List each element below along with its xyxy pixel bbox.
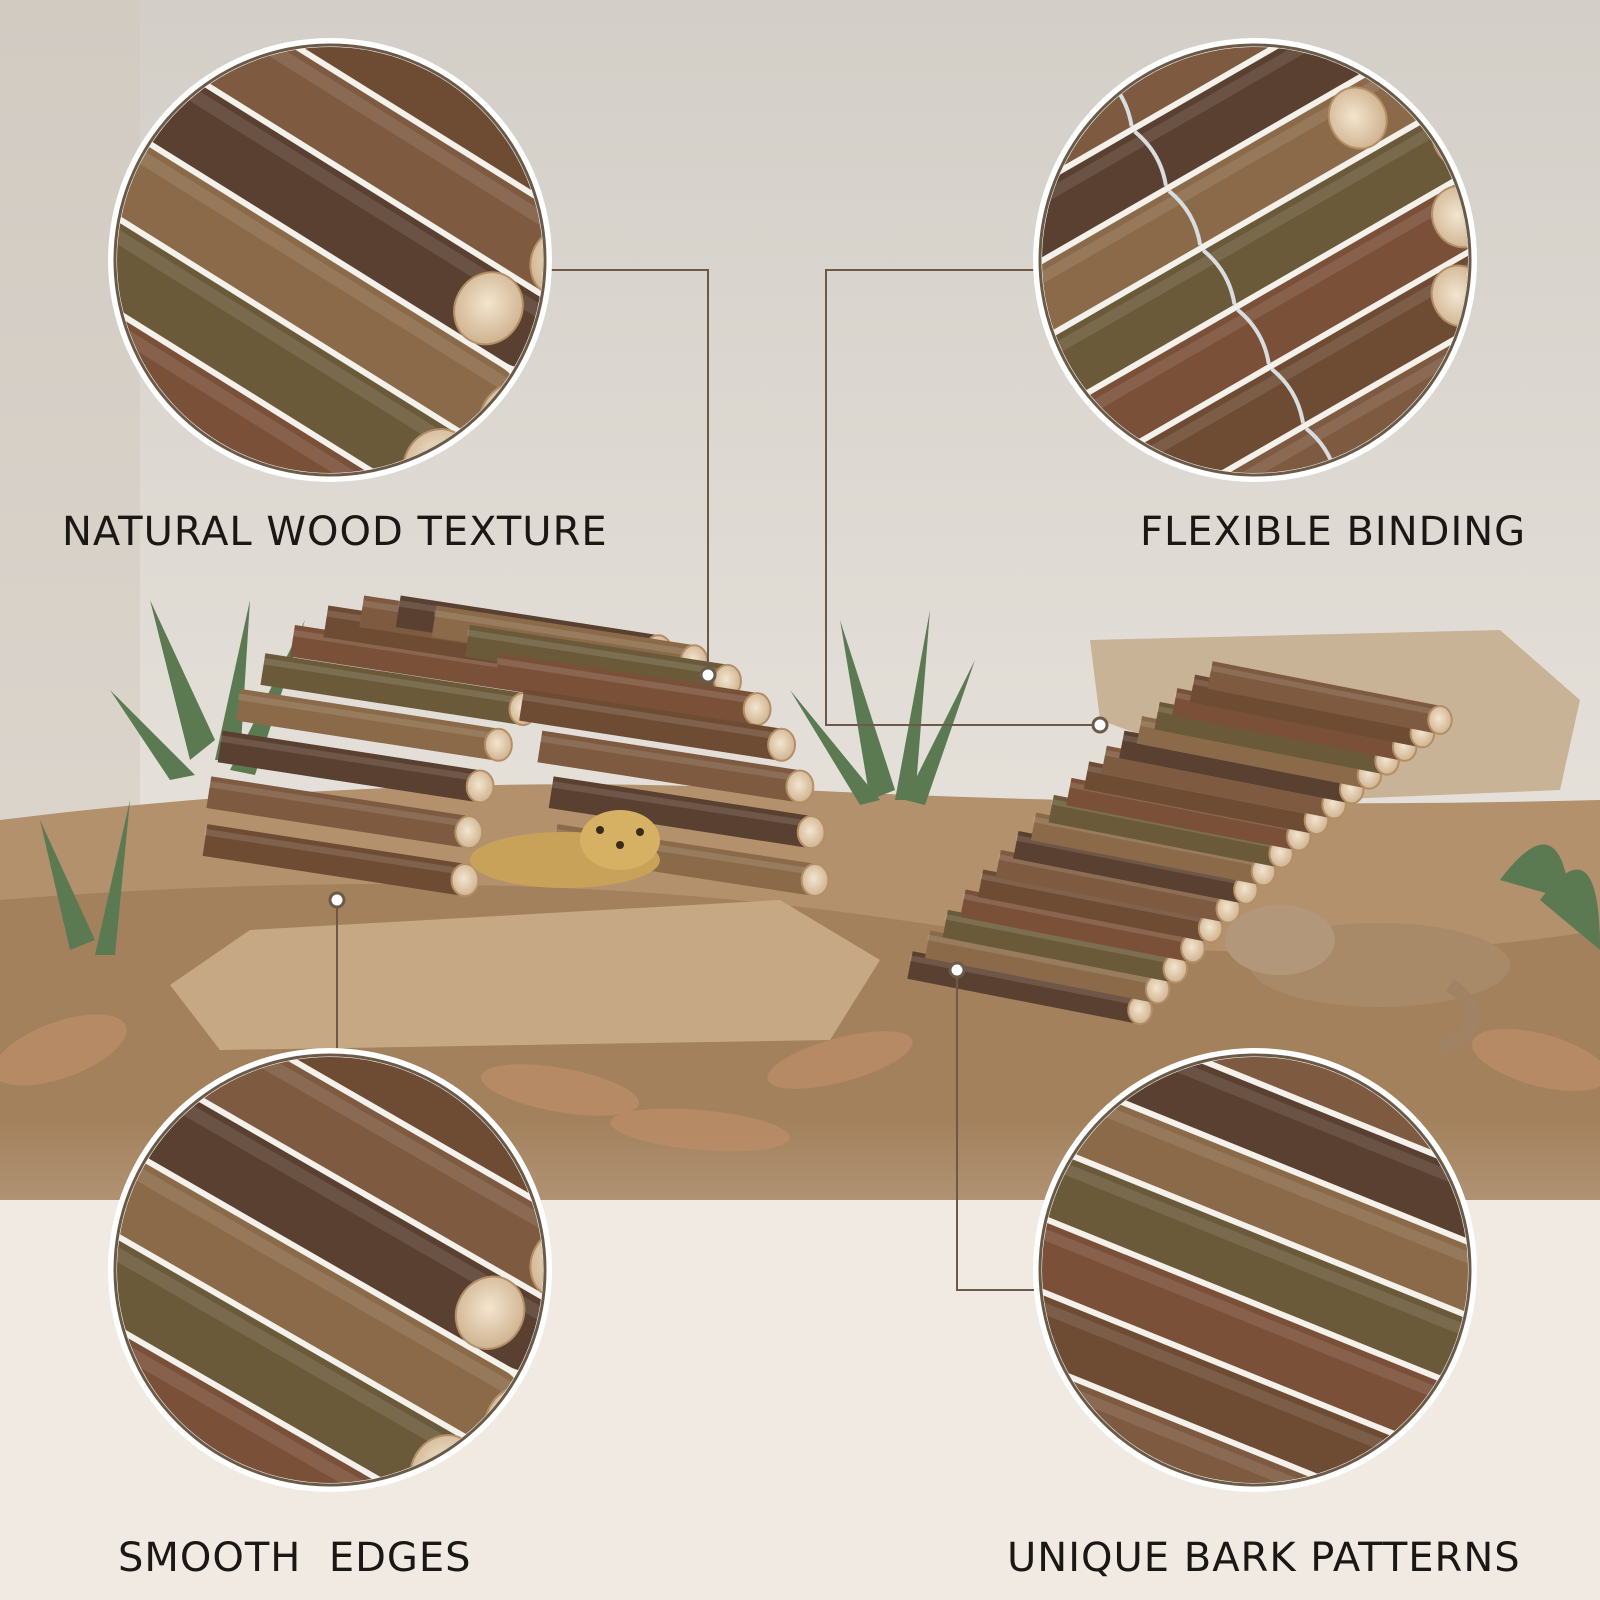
feature-label-smooth-edges: SMOOTH EDGES bbox=[118, 1535, 472, 1581]
feature-label-unique-bark-patterns: UNIQUE BARK PATTERNS bbox=[1007, 1535, 1521, 1581]
gecko-icon bbox=[470, 810, 660, 888]
feature-label-flexible-binding: FLEXIBLE BINDING bbox=[1140, 509, 1527, 555]
feature-label-natural-wood-texture: NATURAL WOOD TEXTURE bbox=[62, 509, 608, 555]
wood-ramp bbox=[907, 661, 1453, 1025]
bearded-dragon-icon bbox=[1225, 905, 1510, 1057]
arched-wood-hide bbox=[202, 595, 830, 897]
